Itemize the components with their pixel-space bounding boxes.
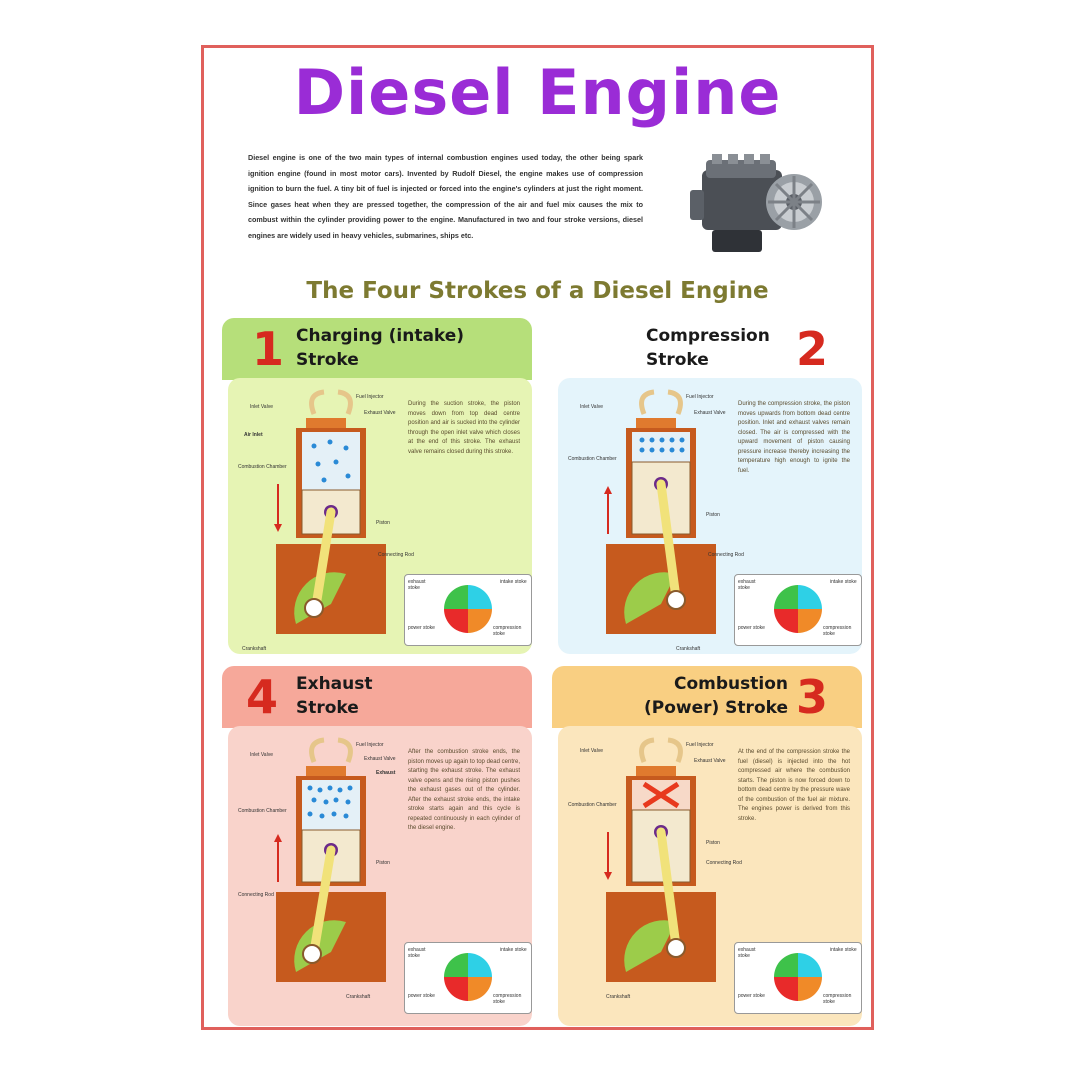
engine-illustration <box>690 154 822 252</box>
label-crankshaft: Crankshaft <box>676 646 701 652</box>
legend-power: power stoke <box>408 625 435 631</box>
panel-compression-stroke: 2 Compression Stroke In <box>552 318 862 654</box>
label-fuel-injector: Fuel Injector <box>356 394 384 400</box>
label-combustion-chamber: Combustion Chamber <box>568 456 617 462</box>
stroke-number: 3 <box>796 670 829 724</box>
stroke-description: At the end of the compression stroke the… <box>738 749 850 822</box>
label-fuel-injector: Fuel Injector <box>356 742 384 748</box>
panel-body: Inlet Valve Fuel Injector Exhaust Valve … <box>558 726 862 1026</box>
label-crankshaft: Crankshaft <box>242 646 267 652</box>
cylinder-diagram: Inlet Valve Fuel Injector Exhaust Valve … <box>568 389 744 652</box>
label-connecting-rod: Connecting Rod <box>708 552 744 558</box>
panel-body: Inlet Valve Fuel Injector Exhaust Valve … <box>558 378 862 654</box>
label-exhaust-valve: Exhaust Valve <box>694 758 726 764</box>
label-combustion-chamber: Combustion Chamber <box>568 802 617 808</box>
label-exhaust-valve: Exhaust Valve <box>364 410 396 416</box>
legend-compression: compression stoke <box>823 993 852 1005</box>
legend-exhaust: exhaust stoke <box>738 947 756 959</box>
legend-exhaust: exhaust stoke <box>738 579 756 591</box>
stroke-title: Exhaust Stroke <box>296 672 373 720</box>
stroke-title: Charging (intake) Stroke <box>296 324 464 372</box>
panel-body: Inlet Valve Fuel Injector Exhaust Valve … <box>228 726 532 1026</box>
legend-power: power stoke <box>408 993 435 999</box>
label-piston: Piston <box>376 860 390 866</box>
stroke-number: 4 <box>246 670 279 724</box>
stroke-title-line2: Stroke <box>296 350 359 370</box>
legend-compression: compression stoke <box>493 625 522 637</box>
stroke-number: 1 <box>252 322 285 376</box>
label-connecting-rod: Connecting Rod <box>378 552 414 558</box>
stroke-title-line1: Combustion <box>674 674 788 694</box>
stroke-description: After the combustion stroke ends, the pi… <box>408 749 520 831</box>
label-inlet-valve: Inlet Valve <box>250 404 273 410</box>
label-piston: Piston <box>376 520 390 526</box>
label-combustion-chamber: Combustion Chamber <box>238 808 287 814</box>
label-crankshaft: Crankshaft <box>346 994 371 1000</box>
stroke-title: Combustion (Power) Stroke <box>620 672 788 720</box>
cylinder-diagram: Inlet Valve Fuel Injector Exhaust Valve … <box>238 737 396 1000</box>
legend-intake: intake stoke <box>500 579 527 585</box>
label-piston: Piston <box>706 840 720 846</box>
panel-combustion-stroke: 3 Combustion (Power) Stroke Inle <box>552 666 862 1026</box>
panel-exhaust-stroke: 4 Exhaust Stroke <box>222 666 532 1026</box>
cylinder-diagram: Inlet Valve Fuel Injector Exhaust Valve … <box>238 389 414 652</box>
stroke-cycle-legend: exhaust stoke intake stoke power stoke c… <box>734 574 862 646</box>
panel-body: Inlet Valve Fuel Injector Exhaust Valve … <box>228 378 532 654</box>
label-exhaust-valve: Exhaust Valve <box>694 410 726 416</box>
stroke-title-line2: (Power) Stroke <box>643 698 788 718</box>
panel-header <box>552 666 862 728</box>
stroke-number: 2 <box>796 322 829 376</box>
four-strokes-heading: The Four Strokes of a Diesel Engine <box>306 278 769 304</box>
label-inlet-valve: Inlet Valve <box>250 752 273 758</box>
stroke-title-line2: Stroke <box>646 350 709 370</box>
legend-compression: compression stoke <box>493 993 522 1005</box>
poster-title: Diesel Engine <box>293 56 782 129</box>
stroke-title-line1: Compression <box>646 326 770 346</box>
stroke-description: During the compression stroke, the pisto… <box>738 401 850 474</box>
stroke-title-line2: Stroke <box>296 698 359 718</box>
label-fuel-injector: Fuel Injector <box>686 394 714 400</box>
panel-intake-stroke: 1 Charging (intake) Stroke <box>222 318 532 654</box>
stroke-cycle-legend: exhaust stoke intake stoke power stoke c… <box>404 942 532 1014</box>
legend-exhaust: exhaust stoke <box>408 947 426 959</box>
label-inlet-valve: Inlet Valve <box>580 404 603 410</box>
label-combustion-chamber: Combustion Chamber <box>238 464 287 470</box>
stroke-title-line1: Charging (intake) <box>296 326 465 346</box>
legend-power: power stoke <box>738 993 765 999</box>
label-connecting-rod: Connecting Rod <box>706 860 742 866</box>
intro-paragraph: Diesel engine is one of the two main typ… <box>248 153 643 240</box>
poster: Diesel Engine Diesel engine is one of th… <box>201 45 874 1030</box>
legend-intake: intake stoke <box>830 947 857 953</box>
stroke-title-line1: Exhaust <box>296 674 373 694</box>
stroke-cycle-legend: exhaust stoke intake stoke power stoke c… <box>404 574 532 646</box>
label-fuel-injector: Fuel Injector <box>686 742 714 748</box>
label-inlet-valve: Inlet Valve <box>580 748 603 754</box>
panel-header <box>222 666 532 728</box>
label-connecting-rod: Connecting Rod <box>238 892 274 898</box>
stroke-cycle-legend: exhaust stoke intake stoke power stoke c… <box>734 942 862 1014</box>
stroke-description: During the suction stroke, the piston mo… <box>408 401 520 455</box>
legend-compression: compression stoke <box>823 625 852 637</box>
panel-header <box>552 318 862 380</box>
panel-header <box>222 318 532 380</box>
label-exhaust-valve: Exhaust Valve <box>364 756 396 762</box>
legend-power: power stoke <box>738 625 765 631</box>
label-piston: Piston <box>706 512 720 518</box>
label-exhaust: Exhaust <box>376 770 396 776</box>
stroke-title: Compression Stroke <box>646 324 770 372</box>
legend-intake: intake stoke <box>500 947 527 953</box>
cylinder-diagram: Inlet Valve Fuel Injector Exhaust Valve … <box>568 737 742 1000</box>
legend-exhaust: exhaust stoke <box>408 579 426 591</box>
legend-intake: intake stoke <box>830 579 857 585</box>
label-air-inlet: Air Inlet <box>244 432 263 438</box>
label-crankshaft: Crankshaft <box>606 994 631 1000</box>
